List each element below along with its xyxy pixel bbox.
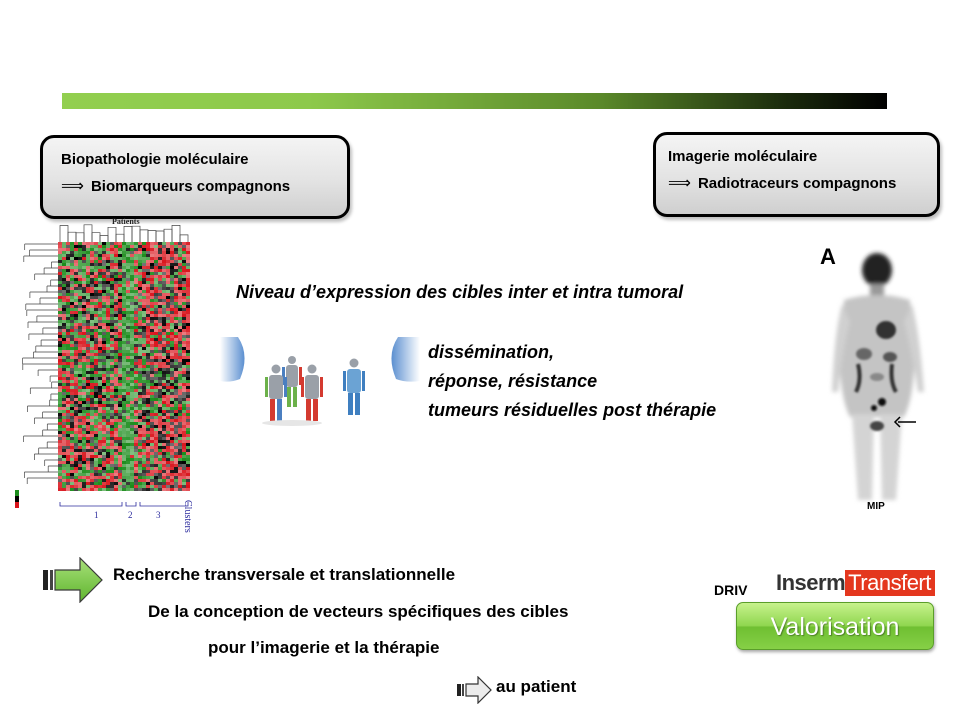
- driv-label: DRIV: [714, 582, 748, 598]
- cluster-number: 2: [128, 510, 133, 520]
- right-chevron-icon: [391, 337, 420, 382]
- pet-mip-caption: MIP: [867, 501, 885, 512]
- heatmap-image: [15, 224, 190, 508]
- outcome-item: tumeurs résiduelles post thérapie: [428, 400, 717, 420]
- green-right-arrow-icon: [43, 557, 103, 603]
- patient-line: au patient: [496, 677, 577, 696]
- patient-population-graphic: [220, 337, 420, 426]
- biopathology-title: Biopathologie moléculaire: [61, 151, 249, 168]
- gene-expression-heatmap: Patients Clusters 1 2 3: [14, 217, 196, 533]
- person-figure-icon: [343, 358, 365, 415]
- person-figure-icon: [282, 356, 302, 407]
- person-figure-icon: [301, 364, 323, 421]
- biomarkers-label: Biomarqueurs compagnons: [90, 178, 291, 195]
- expression-heading: Niveau d’expression des cibles inter et …: [236, 282, 684, 302]
- vector-design-line: De la conception de vecteurs spécifiques…: [148, 602, 569, 621]
- heatmap-patients-label: Patients: [112, 217, 140, 226]
- transfert-wordmark: Transfert: [845, 570, 935, 596]
- radiotracers-label: Radiotraceurs compagnons: [697, 175, 897, 192]
- heatmap-clusters-label: Clusters: [182, 500, 193, 533]
- cluster-number: 1: [94, 510, 99, 520]
- biomarkers-line: ⟹ Biomarqueurs compagnons: [61, 173, 347, 200]
- inserm-wordmark: Inserm: [776, 570, 846, 595]
- pet-body-figure: [832, 253, 924, 500]
- outcomes-list: dissémination, réponse, résistance tumeu…: [428, 338, 716, 425]
- biopathology-callout: Biopathologie moléculaire ⟹ Biomarqueurs …: [40, 135, 350, 219]
- radiotracers-line: ⟹ Radiotraceurs compagnons: [668, 170, 937, 197]
- pet-panel-label: A: [820, 244, 836, 269]
- legend-swatch-mid: [15, 496, 19, 502]
- imaging-title: Imagerie moléculaire: [668, 148, 818, 165]
- valorisation-button[interactable]: Valorisation: [736, 602, 934, 650]
- implies-arrow-icon: ⟹: [668, 173, 691, 192]
- outcome-item: réponse, résistance: [428, 371, 598, 391]
- top-gradient-bar: [62, 93, 887, 109]
- legend-swatch-low: [15, 490, 19, 496]
- imaging-therapy-line: pour l’imagerie et la thérapie: [208, 638, 440, 657]
- person-figure-icon: [265, 364, 287, 421]
- left-chevron-icon: [220, 337, 245, 382]
- implies-arrow-icon: ⟹: [61, 176, 84, 195]
- pet-scan-image: A MIP: [812, 242, 942, 522]
- research-line: Recherche transversale et translationnel…: [113, 565, 456, 584]
- lesion-pointer-arrow-icon: [893, 416, 901, 428]
- gray-right-arrow-icon: [457, 676, 492, 704]
- legend-swatch-high: [15, 502, 19, 508]
- outcome-item: dissémination,: [428, 342, 555, 362]
- imaging-callout: Imagerie moléculaire ⟹ Radiotraceurs comp…: [653, 132, 940, 217]
- cluster-number: 3: [156, 510, 161, 520]
